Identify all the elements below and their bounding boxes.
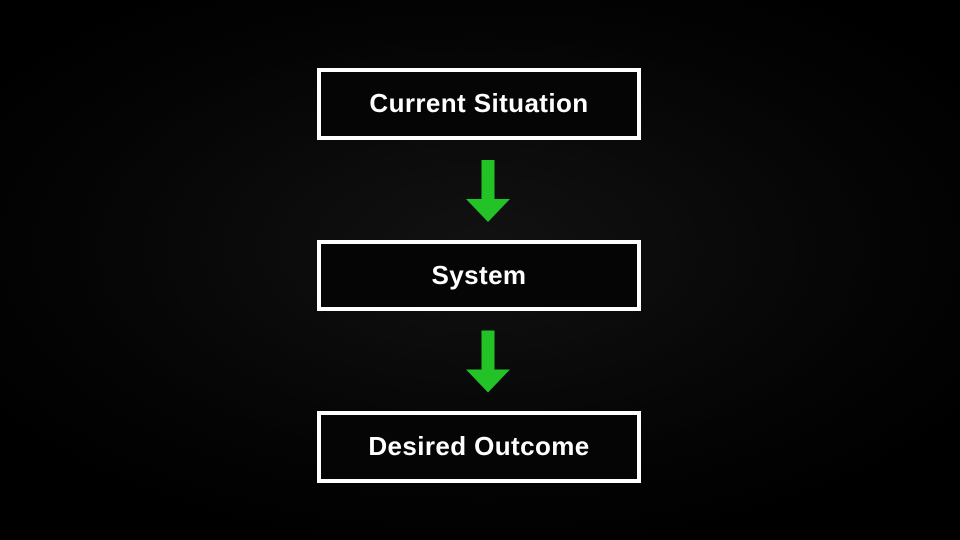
arrow-down-icon (466, 160, 510, 222)
arrow-down-icon (466, 330, 510, 393)
node-system-label: System (431, 259, 527, 290)
node-current-situation-label: Current Situation (369, 88, 589, 118)
node-desired-outcome: Desired Outcome (317, 411, 641, 483)
node-system: System (317, 240, 641, 311)
node-current-situation: Current Situation (317, 68, 641, 140)
node-desired-outcome-label: Desired Outcome (368, 431, 590, 461)
